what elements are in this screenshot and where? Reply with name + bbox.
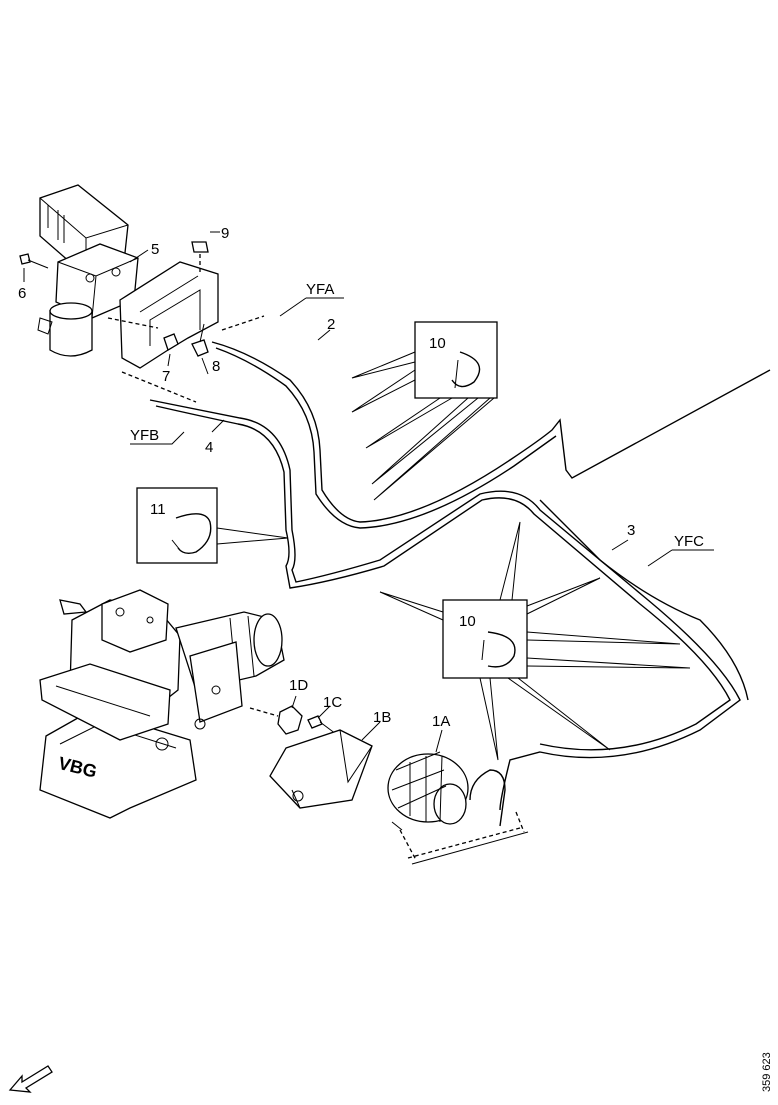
bolt-part-8 [191, 323, 209, 357]
label-part-8: 8 [212, 358, 220, 375]
label-part-11: 11 [150, 501, 166, 518]
label-part-1a: 1A [432, 713, 450, 730]
label-part-4: 4 [205, 439, 213, 456]
leader-lines-top [23, 231, 220, 375]
callout-box-11 [136, 487, 289, 564]
valve-bracket-assembly [19, 184, 219, 403]
label-part-7: 7 [162, 368, 170, 385]
sensor-part-1d [249, 705, 303, 735]
label-part-1d: 1D [289, 677, 308, 694]
label-part-10-upper: 10 [429, 335, 446, 352]
label-part-1c: 1C [323, 694, 342, 711]
code-leaders [130, 297, 714, 567]
housing-part-1a [387, 751, 469, 831]
direction-arrow-icon [8, 1065, 53, 1093]
sensor-parts [249, 705, 469, 831]
label-part-6: 6 [18, 285, 26, 302]
figure-number: 359 623 [761, 1052, 773, 1092]
label-part-10-lower: 10 [459, 613, 476, 630]
screw-part-1c [307, 715, 345, 741]
label-part-5: 5 [151, 241, 159, 258]
code-yfa: YFA [306, 281, 334, 298]
nut-part-7 [163, 333, 179, 351]
label-part-2: 2 [327, 316, 335, 333]
nut-part-9 [191, 241, 209, 272]
leader-lines-bottom [211, 329, 629, 753]
trailer-coupling [39, 589, 285, 819]
code-yfb: YFB [130, 427, 159, 444]
label-part-9: 9 [221, 225, 229, 242]
screw-part-6 [19, 253, 49, 269]
code-yfc: YFC [674, 533, 704, 550]
callout-box-10-lower [379, 521, 691, 761]
pipe-network [149, 315, 771, 865]
label-part-1b: 1B [373, 709, 391, 726]
label-part-3: 3 [627, 522, 635, 539]
bracket-part-1b [269, 729, 373, 809]
callout-box-10-upper [351, 321, 498, 501]
